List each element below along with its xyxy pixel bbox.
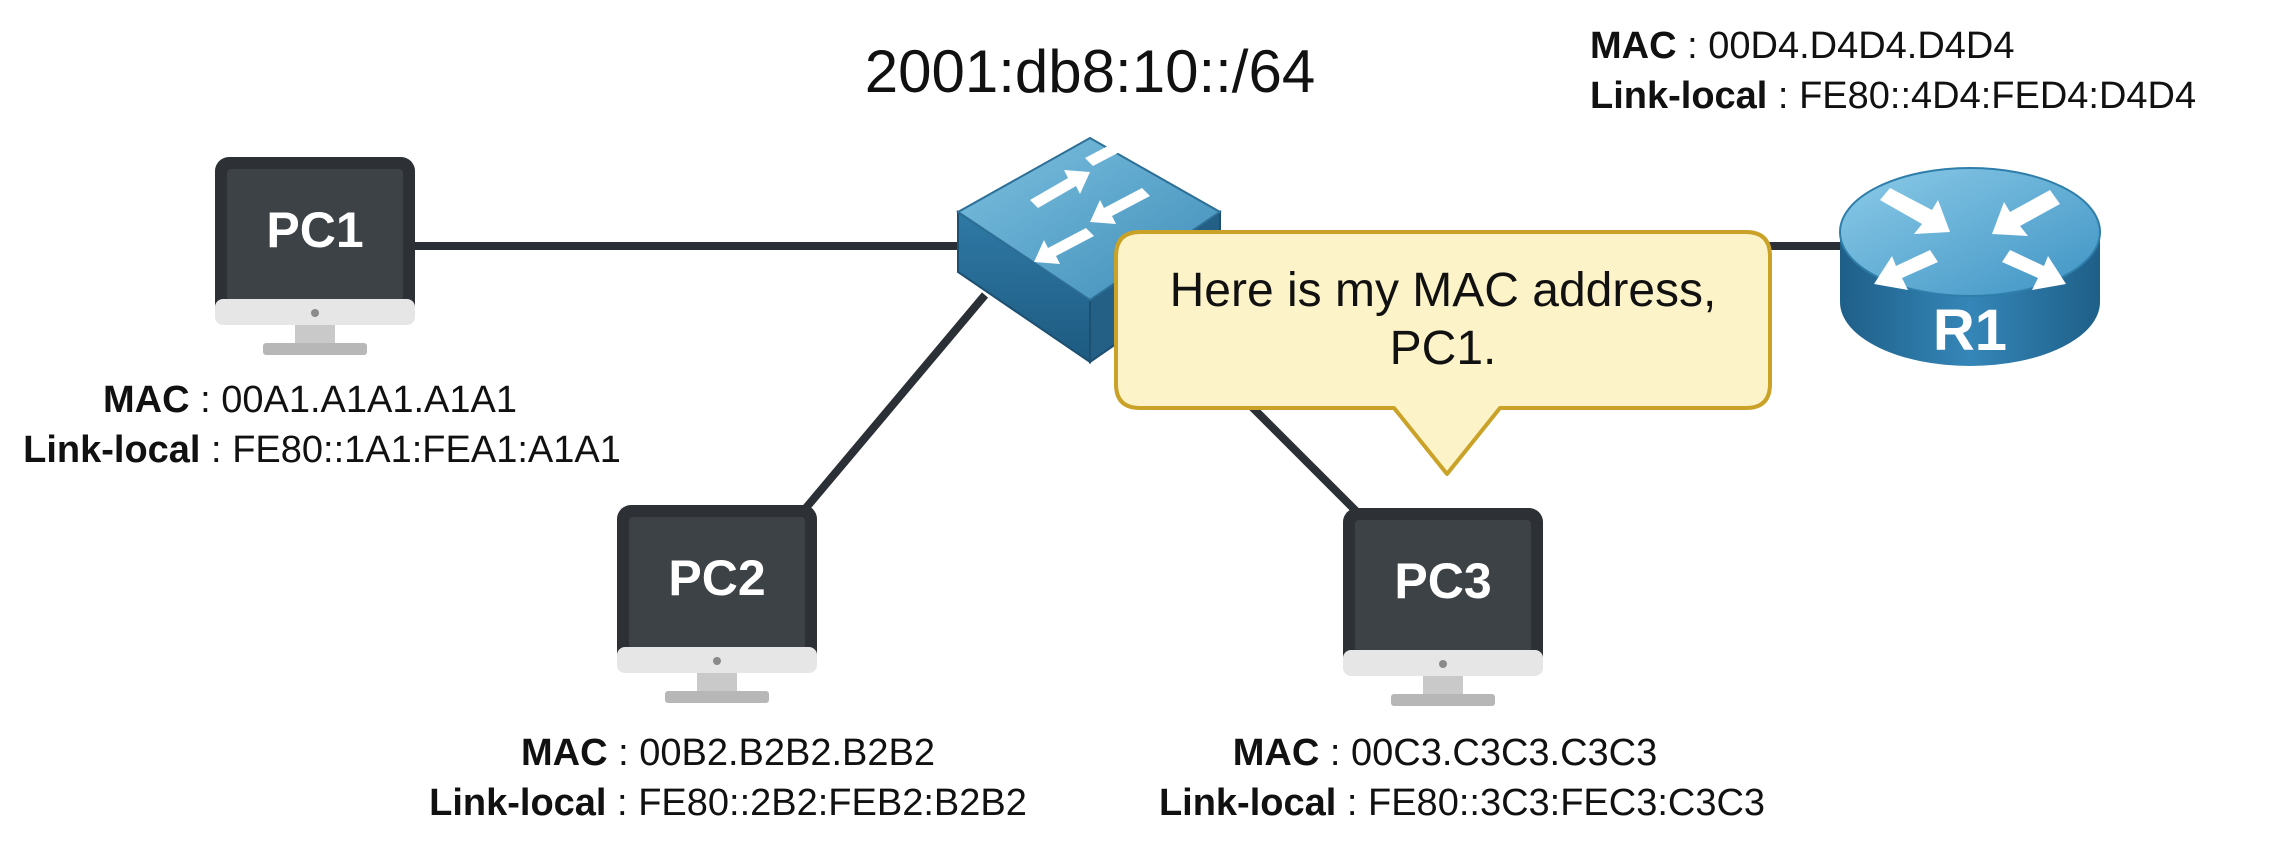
pc1[interactable]: PC1 [215,157,415,355]
link-switch-pc2 [796,292,989,518]
pc3[interactable]: PC3 [1343,508,1543,706]
monitor-neck [1423,676,1463,696]
subnet-label: 2001:db8:10::/64 [865,38,1315,105]
monitor-stand [665,691,769,703]
speech-bubble: Here is my MAC address, PC1. [1114,230,1772,476]
r1-mac-label: MAC : 00D4.D4D4.D4D4 [1590,25,2015,67]
monitor-stand [1391,694,1495,706]
speech-line-1: Here is my MAC address, [1170,264,1717,317]
r1-name: R1 [1933,298,2007,363]
speech-line-2: PC1. [1390,322,1497,375]
link-switch-pc3 [1232,387,1368,523]
monitor-screen [227,169,403,301]
router-arrows-icon [1874,188,2066,290]
monitor-screen [629,517,805,649]
pc1-link-local-label: Link-local : FE80::1A1:FEA1:A1A1 [23,429,621,471]
pc2-name: PC2 [668,550,765,606]
router-r1[interactable]: R1 [1839,167,2101,366]
pc2-mac-label: MAC : 00B2.B2B2.B2B2 [521,732,935,774]
monitor-neck [697,673,737,693]
pc3-mac-label: MAC : 00C3.C3C3.C3C3 [1233,732,1658,774]
speech-bubble-shape [1114,230,1772,476]
monitor-screen [1355,520,1531,652]
power-led-icon [713,657,721,665]
pc2[interactable]: PC2 [617,505,817,703]
pc3-name: PC3 [1394,553,1491,609]
r1-link-local-label: Link-local : FE80::4D4:FED4:D4D4 [1590,75,2196,117]
monitor-stand [263,343,367,355]
pc2-link-local-label: Link-local : FE80::2B2:FEB2:B2B2 [429,782,1027,824]
power-led-icon [1439,660,1447,668]
pc3-link-local-label: Link-local : FE80::3C3:FEC3:C3C3 [1159,782,1765,824]
pc1-mac-label: MAC : 00A1.A1A1.A1A1 [103,379,517,421]
switch-top [956,136,1222,302]
monitor-neck [295,325,335,345]
power-led-icon [311,309,319,317]
pc1-name: PC1 [266,202,363,258]
switch-arrows-icon [1030,130,1150,264]
